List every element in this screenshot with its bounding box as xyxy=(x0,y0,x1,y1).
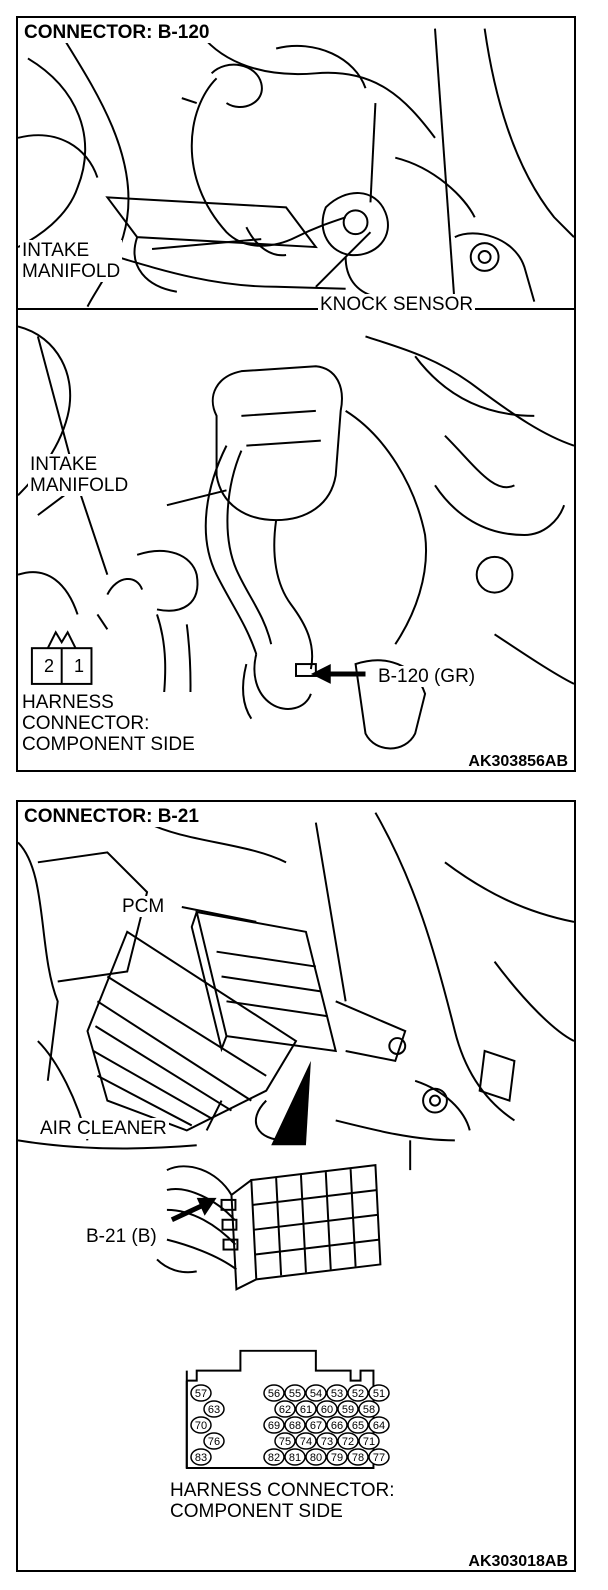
svg-text:63: 63 xyxy=(208,1404,220,1416)
connector-b21-title: CONNECTOR: B-21 xyxy=(22,806,201,827)
pin-83: 83 xyxy=(190,1448,212,1466)
pin-76: 76 xyxy=(203,1432,225,1450)
svg-text:58: 58 xyxy=(363,1404,375,1416)
pin-52: 52 xyxy=(347,1384,369,1402)
pin-57: 57 xyxy=(190,1384,212,1402)
svg-text:62: 62 xyxy=(279,1404,291,1416)
harness-connector-label-b21: HARNESS CONNECTOR: COMPONENT SIDE xyxy=(168,1480,397,1522)
svg-text:83: 83 xyxy=(195,1452,207,1464)
pin-62: 62 xyxy=(274,1400,296,1418)
svg-text:61: 61 xyxy=(300,1404,312,1416)
intake-manifold-label-1: INTAKE MANIFOLD xyxy=(20,240,123,282)
pin-65: 65 xyxy=(347,1416,369,1434)
figure-code-b21: AK303018AB xyxy=(466,1551,570,1570)
pin-79: 79 xyxy=(326,1448,348,1466)
pin-1: 1 xyxy=(73,656,84,676)
pin-63: 63 xyxy=(203,1400,225,1418)
pin-53: 53 xyxy=(326,1384,348,1402)
pin-66: 66 xyxy=(326,1416,348,1434)
svg-text:78: 78 xyxy=(352,1452,364,1464)
pin-56: 56 xyxy=(263,1384,285,1402)
svg-text:82: 82 xyxy=(268,1452,280,1464)
svg-text:77: 77 xyxy=(373,1452,385,1464)
svg-text:69: 69 xyxy=(268,1420,280,1432)
pin-71: 71 xyxy=(358,1432,380,1450)
pin-68: 68 xyxy=(284,1416,306,1434)
svg-text:53: 53 xyxy=(331,1388,343,1400)
svg-text:72: 72 xyxy=(342,1436,354,1448)
svg-text:57: 57 xyxy=(195,1388,207,1400)
pin-72: 72 xyxy=(337,1432,359,1450)
svg-text:80: 80 xyxy=(310,1452,322,1464)
svg-text:76: 76 xyxy=(208,1436,220,1448)
knock-sensor-label: KNOCK SENSOR xyxy=(318,294,476,315)
svg-text:51: 51 xyxy=(373,1388,385,1400)
svg-text:55: 55 xyxy=(289,1388,301,1400)
pin-82: 82 xyxy=(263,1448,285,1466)
pin-80: 80 xyxy=(305,1448,327,1466)
connector-b120-panel: CONNECTOR: B-120 INTAKE MANIFOLD KNOCK S… xyxy=(16,16,576,772)
pin-64: 64 xyxy=(368,1416,390,1434)
pin-69: 69 xyxy=(263,1416,285,1434)
svg-text:79: 79 xyxy=(331,1452,343,1464)
pin-67: 67 xyxy=(305,1416,327,1434)
svg-text:81: 81 xyxy=(289,1452,301,1464)
pin-78: 78 xyxy=(347,1448,369,1466)
svg-text:66: 66 xyxy=(331,1420,343,1432)
svg-text:74: 74 xyxy=(300,1436,312,1448)
pin-81: 81 xyxy=(284,1448,306,1466)
figure-code-b120: AK303856AB xyxy=(466,751,570,770)
svg-text:75: 75 xyxy=(279,1436,291,1448)
pin-51: 51 xyxy=(368,1384,390,1402)
svg-text:64: 64 xyxy=(373,1420,385,1432)
pin-59: 59 xyxy=(337,1400,359,1418)
svg-text:52: 52 xyxy=(352,1388,364,1400)
pin-58: 58 xyxy=(358,1400,380,1418)
pin-73: 73 xyxy=(316,1432,338,1450)
harness-connector-label-b120: HARNESS CONNECTOR: COMPONENT SIDE xyxy=(20,692,197,755)
connector-b21-panel: CONNECTOR: B-21 PCM AIR CLEANER B-21 (B)… xyxy=(16,800,576,1572)
b21-pin-layout: 57 56 55 54 53 52 51 63 62 61 60 59 58 70 69 68 67 66 65 64… xyxy=(190,1384,390,1466)
b21-connector-label: B-21 (B) xyxy=(84,1226,159,1247)
connector-b120-title: CONNECTOR: B-120 xyxy=(22,22,212,43)
svg-text:68: 68 xyxy=(289,1420,301,1432)
pin-61: 61 xyxy=(295,1400,317,1418)
svg-text:71: 71 xyxy=(363,1436,375,1448)
svg-text:65: 65 xyxy=(352,1420,364,1432)
pin-75: 75 xyxy=(274,1432,296,1450)
air-cleaner-label: AIR CLEANER xyxy=(38,1118,169,1139)
b120-connector-outline xyxy=(30,630,93,685)
svg-text:70: 70 xyxy=(195,1420,207,1432)
svg-text:54: 54 xyxy=(310,1388,322,1400)
pcm-connector-detail xyxy=(156,1164,382,1291)
pin-74: 74 xyxy=(295,1432,317,1450)
engine-line-art-b120 xyxy=(18,28,574,754)
svg-text:67: 67 xyxy=(310,1420,322,1432)
pin-70: 70 xyxy=(190,1416,212,1434)
pin-2: 2 xyxy=(43,656,54,676)
svg-text:59: 59 xyxy=(342,1404,354,1416)
pin-60: 60 xyxy=(316,1400,338,1418)
pin-77: 77 xyxy=(368,1448,390,1466)
pin-55: 55 xyxy=(284,1384,306,1402)
b120-connector-label: B-120 (GR) xyxy=(376,666,478,687)
pcm-label: PCM xyxy=(120,896,167,917)
svg-text:60: 60 xyxy=(321,1404,333,1416)
view-divider xyxy=(18,308,574,310)
svg-text:56: 56 xyxy=(268,1388,280,1400)
intake-manifold-label-2: INTAKE MANIFOLD xyxy=(28,454,131,496)
svg-text:73: 73 xyxy=(321,1436,333,1448)
pin-54: 54 xyxy=(305,1384,327,1402)
